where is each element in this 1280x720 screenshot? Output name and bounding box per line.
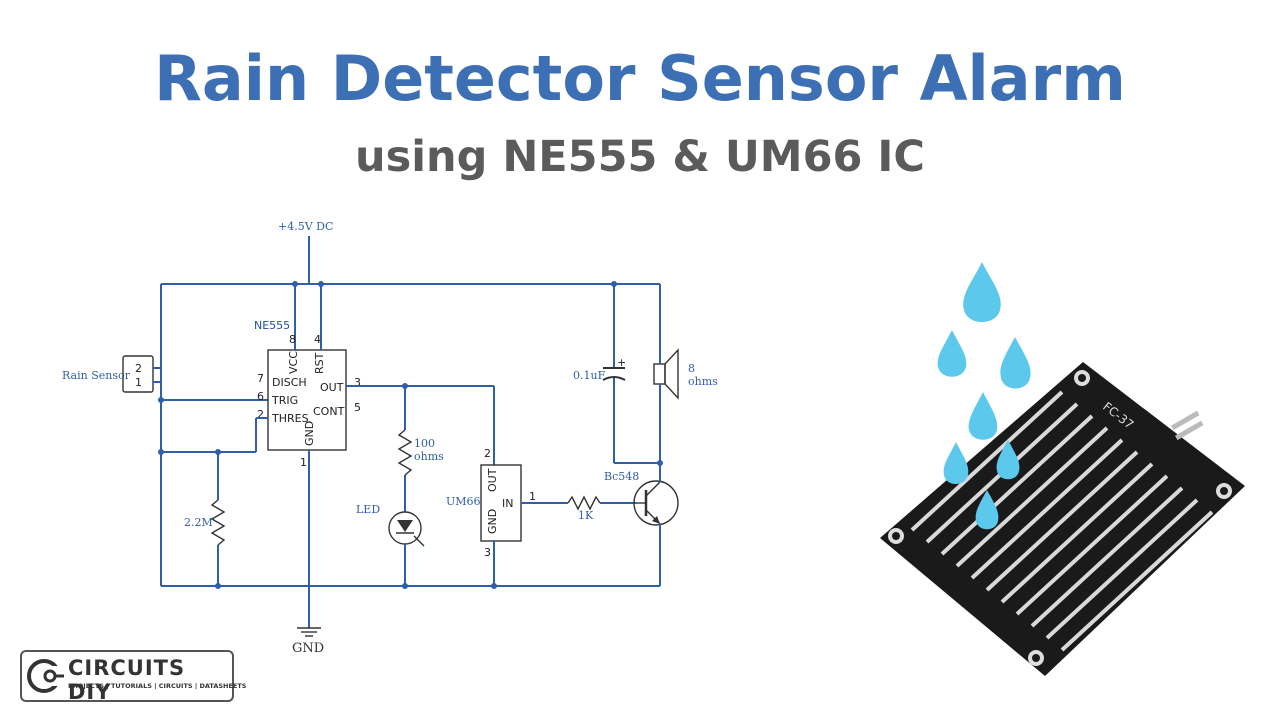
svg-text:TRIG: TRIG	[271, 394, 298, 407]
speaker	[653, 363, 666, 385]
svg-text:2: 2	[484, 447, 491, 460]
svg-text:GND: GND	[486, 509, 499, 534]
svg-text:OUT: OUT	[320, 381, 344, 394]
svg-text:ohms: ohms	[414, 450, 444, 463]
svg-text:2: 2	[257, 408, 264, 421]
svg-text:CONT: CONT	[313, 405, 345, 418]
resistor-2m2	[210, 499, 226, 546]
svg-text:6: 6	[257, 390, 264, 403]
rain-sensor-connector	[122, 355, 154, 393]
logo-tagline: PROJECTS | TUTORIALS | CIRCUITS | DATASH…	[68, 682, 247, 690]
page-title: Rain Detector Sensor Alarm	[154, 42, 1126, 115]
water-drops	[937, 262, 1031, 530]
logo-name: CIRCUITS DIY	[68, 656, 186, 704]
resistor-100	[397, 429, 413, 476]
svg-text:DISCH: DISCH	[272, 376, 307, 389]
svg-text:VCC: VCC	[287, 351, 300, 374]
svg-text:100: 100	[414, 437, 435, 450]
svg-text:GND: GND	[303, 421, 316, 446]
svg-text:3: 3	[484, 546, 491, 559]
svg-text:4: 4	[314, 333, 321, 346]
svg-text:8: 8	[289, 333, 296, 346]
supply-label: +4.5V DC	[278, 220, 333, 233]
ne555-chip	[267, 349, 347, 451]
svg-text:7: 7	[257, 372, 264, 385]
svg-text:3: 3	[354, 376, 361, 389]
ne555-label: NE555	[254, 319, 290, 332]
svg-text:OUT: OUT	[486, 468, 499, 492]
capacitor-label: 0.1uF	[573, 369, 606, 382]
logo-icon	[27, 659, 64, 693]
svg-text:RST: RST	[313, 352, 326, 374]
circuits-diy-logo: CIRCUITS DIY PROJECTS | TUTORIALS | CIRC…	[20, 650, 246, 704]
svg-text:THRES: THRES	[271, 412, 309, 425]
svg-text:5: 5	[354, 401, 361, 414]
svg-text:ohms: ohms	[688, 375, 718, 388]
resistor-1k	[567, 495, 601, 511]
svg-text:Bc548: Bc548	[604, 470, 639, 483]
um66-label: UM66	[446, 495, 481, 508]
ground-label: GND	[292, 641, 324, 656]
rain-sensor-pin-2: 2	[135, 362, 142, 375]
transistor-bc548	[633, 480, 679, 526]
svg-text:1: 1	[529, 490, 536, 503]
rain-sensor-label: Rain Sensor	[62, 369, 131, 382]
resistor-2m2-label: 2.2M	[184, 516, 213, 529]
page-subtitle: using NE555 & UM66 IC	[355, 132, 925, 182]
svg-text:IN: IN	[502, 497, 513, 510]
svg-text:1K: 1K	[578, 509, 594, 522]
rain-sensor-board: FC-37	[880, 362, 1245, 676]
svg-text:1: 1	[300, 456, 307, 469]
svg-text:+: +	[617, 356, 626, 369]
rain-sensor-pin-1: 1	[135, 376, 142, 389]
led-label: LED	[356, 503, 380, 516]
svg-text:8: 8	[688, 362, 695, 375]
